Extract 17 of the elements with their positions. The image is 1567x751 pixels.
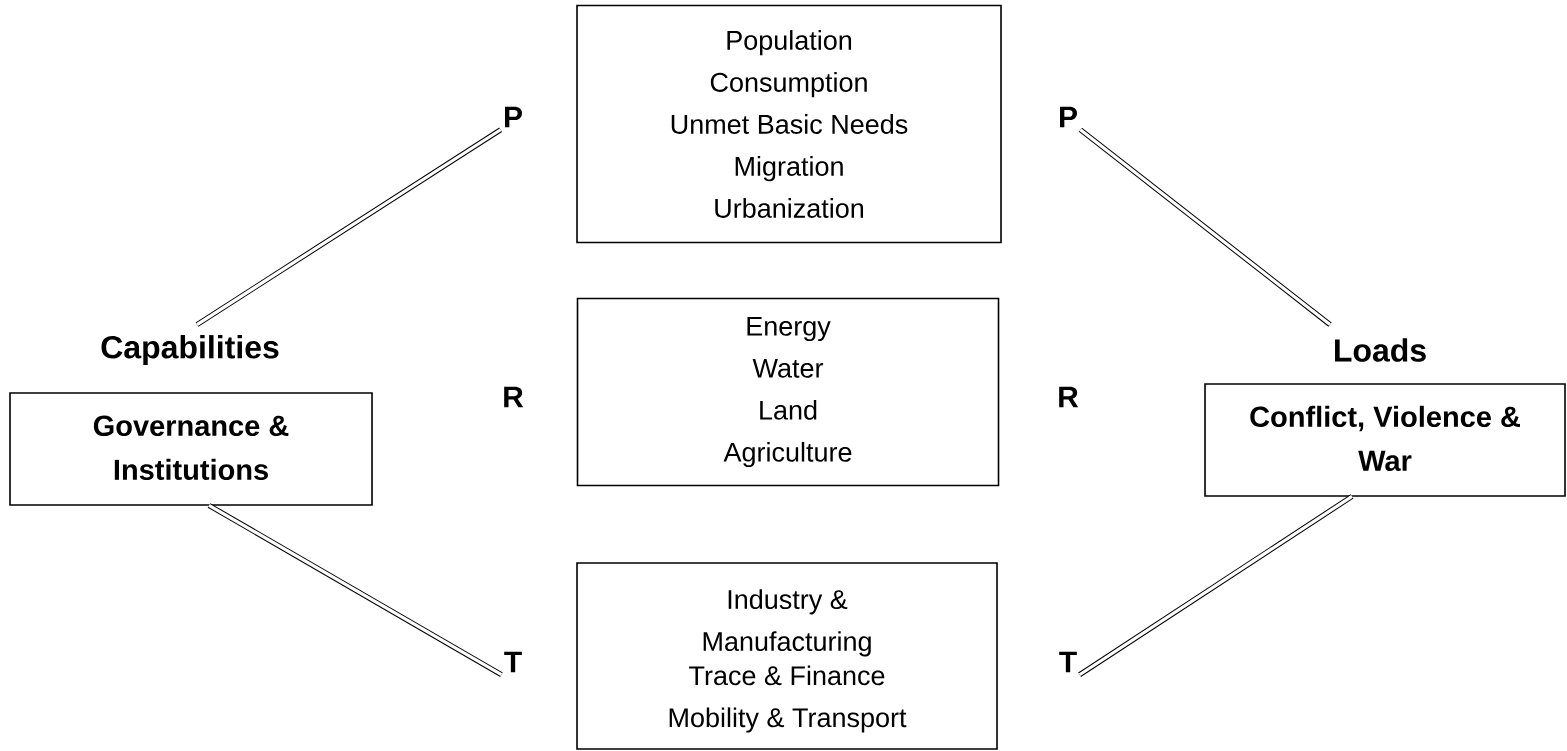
text-box: Industry & Manufacturing Trace & Finance Mobility & Transport <box>576 562 998 750</box>
letter-label: R <box>1059 386 1079 408</box>
letter-label: T <box>1059 651 1077 673</box>
letter-label: T <box>504 651 522 673</box>
node-label: Loads <box>1335 338 1426 362</box>
letter-label: R <box>504 386 524 408</box>
letter-label: P <box>505 106 522 128</box>
double-line <box>1078 127 1332 327</box>
node-label: Capabilities <box>101 335 279 365</box>
double-line <box>195 127 502 327</box>
double-line <box>207 503 503 677</box>
double-line <box>1078 494 1354 677</box>
titled-box: Capabilities Governance & Institutions <box>9 335 373 506</box>
text-box: Energy Water Land Agriculture <box>576 297 1000 487</box>
titled-box: Loads Conflict, Violence & War <box>1204 338 1566 497</box>
letter-label: P <box>1060 106 1077 128</box>
text-box: Population Consumption Unmet Basic Needs Migration Urbanization <box>576 4 1002 244</box>
